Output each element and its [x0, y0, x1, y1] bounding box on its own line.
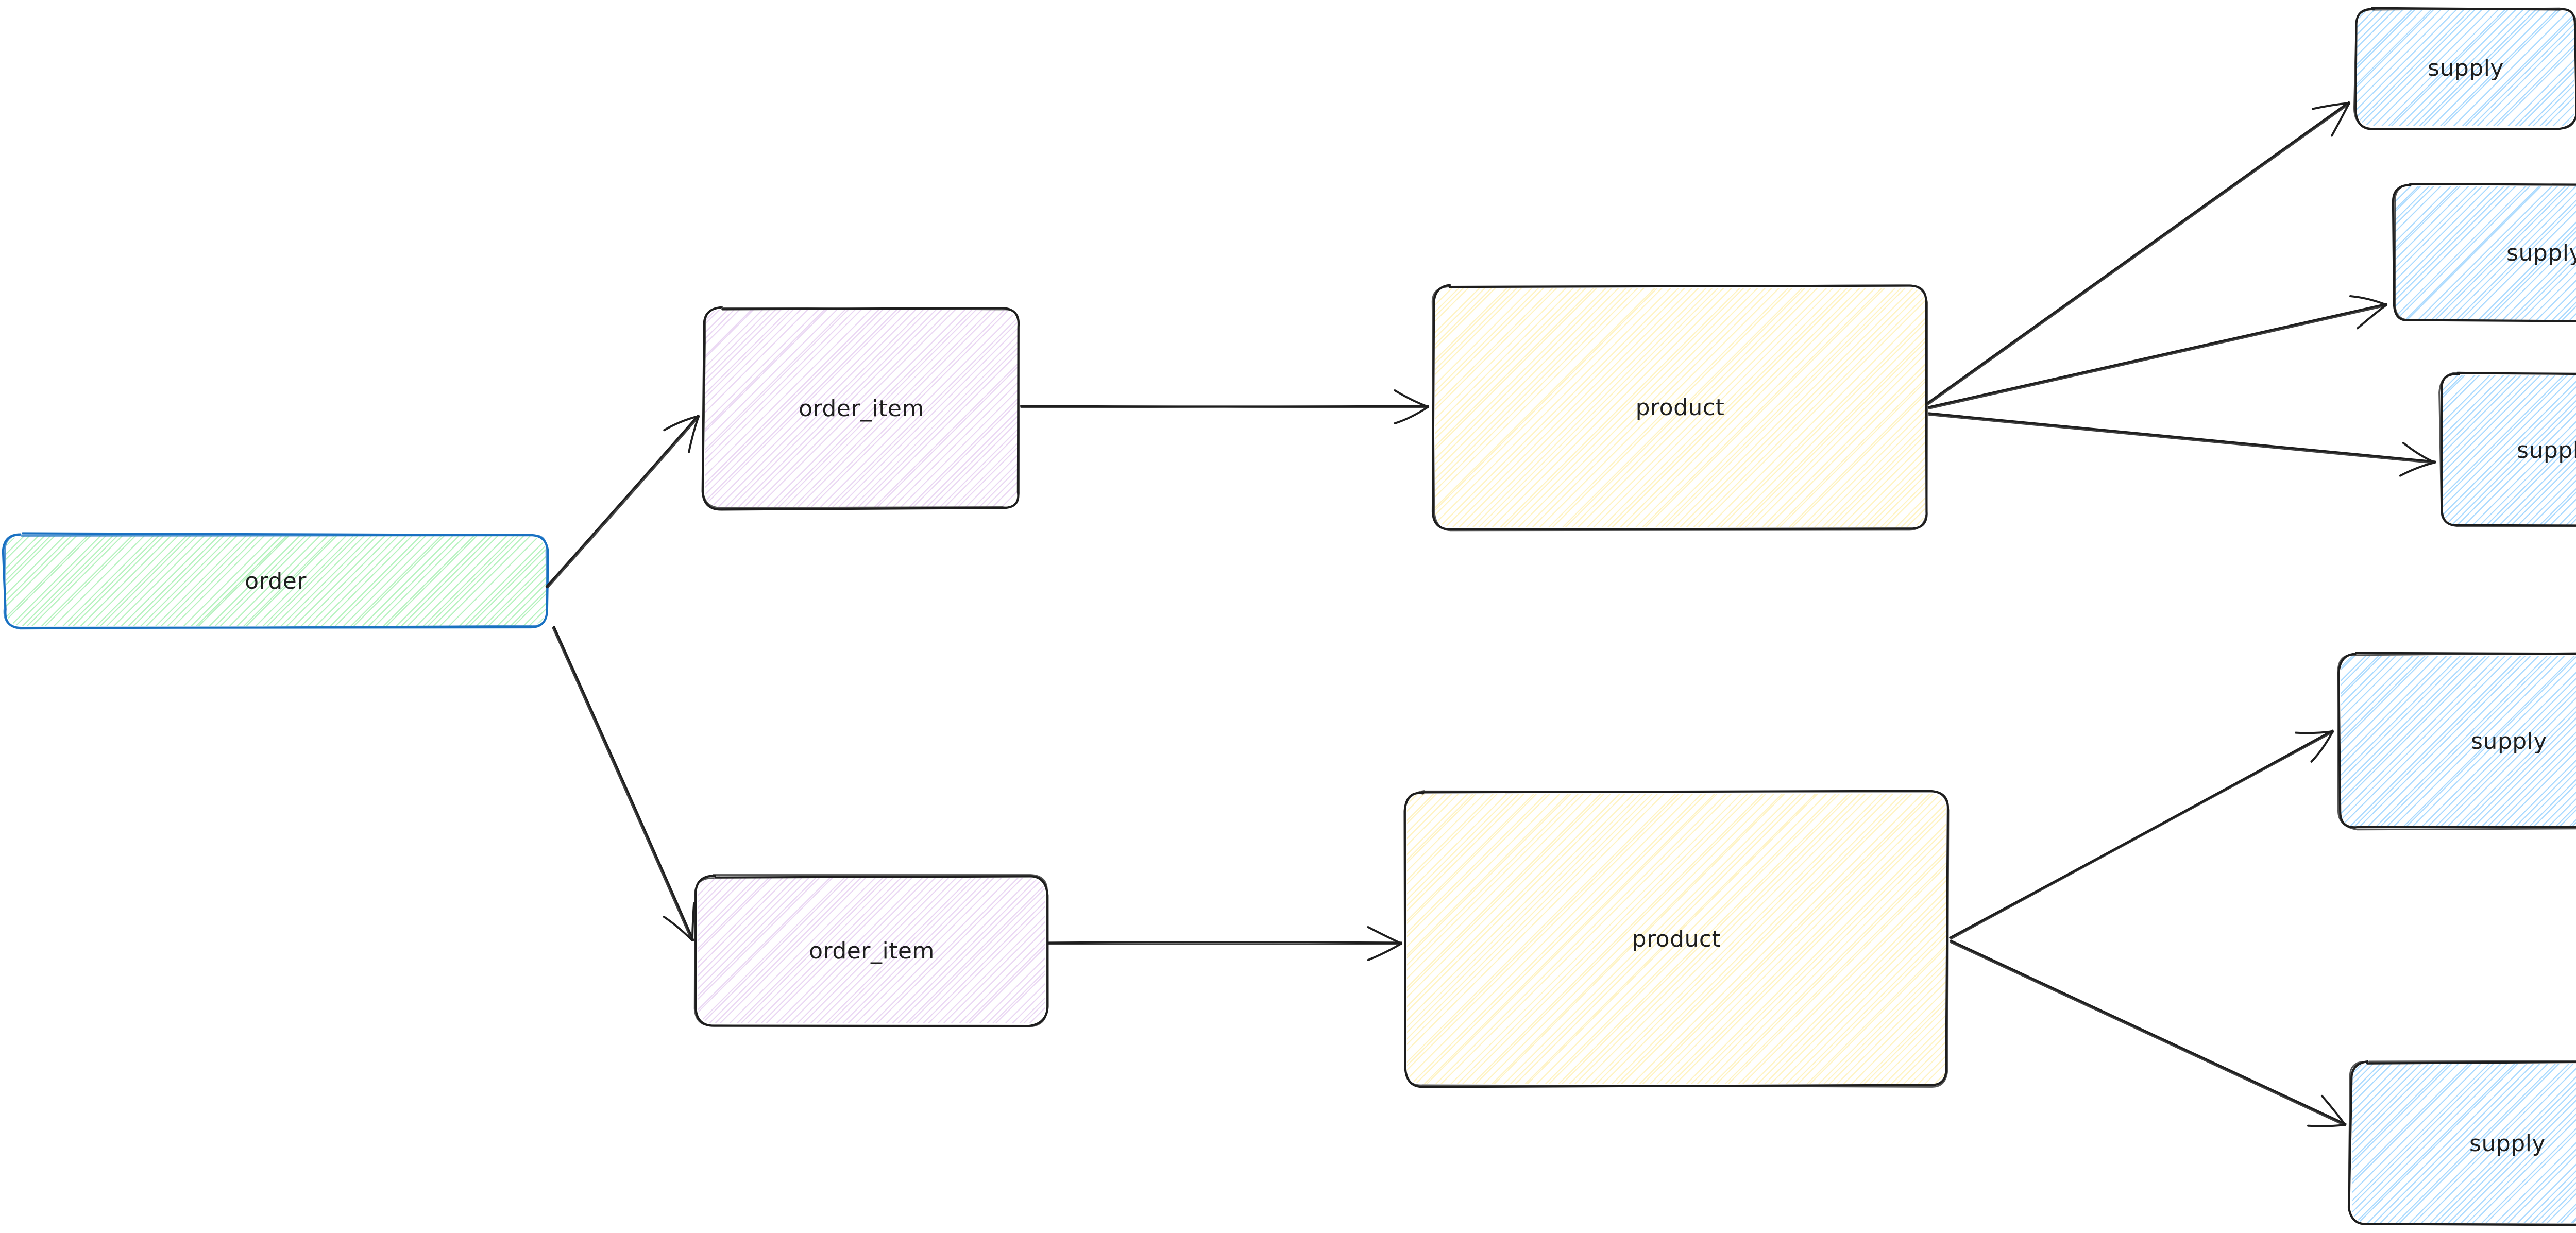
node-order_item_2[interactable]: [399, 874, 1192, 1028]
edge-product_1-to-supply_3[interactable]: [1928, 412, 2436, 477]
node-order[interactable]: [0, 532, 634, 630]
node-hit-product_1[interactable]: [1433, 286, 1927, 528]
edge-order_item_1-to-product_1[interactable]: [1020, 389, 1429, 424]
node-product_2[interactable]: [820, 790, 2238, 1088]
node-supply_1[interactable]: [2115, 7, 2576, 130]
node-hit-order_item_2[interactable]: [697, 877, 1047, 1025]
edge-order_item_2-to-product_2[interactable]: [1048, 926, 1402, 961]
edge-order-to-order_item_2[interactable]: [552, 626, 696, 941]
node-hit-order[interactable]: [4, 535, 547, 627]
edge-product_2-to-supply_4[interactable]: [1949, 729, 2334, 940]
edge-product_2-to-supply_5[interactable]: [1950, 939, 2347, 1127]
node-hit-supply_1[interactable]: [2355, 8, 2576, 128]
node-supply_4[interactable]: [1989, 652, 2576, 831]
node-hit-product_2[interactable]: [1405, 792, 1947, 1086]
node-product_1[interactable]: [950, 284, 2163, 532]
node-supply_2[interactable]: [2120, 183, 2576, 323]
edge-order-to-order_item_1[interactable]: [545, 414, 700, 589]
node-supply_3[interactable]: [2137, 371, 2576, 528]
node-hit-supply_3[interactable]: [2441, 374, 2576, 526]
edge-product_1-to-supply_1[interactable]: [1926, 101, 2351, 405]
node-hit-supply_5[interactable]: [2350, 1062, 2576, 1225]
node-hit-supply_2[interactable]: [2394, 184, 2576, 321]
edge-product_1-to-supply_2[interactable]: [1927, 295, 2387, 409]
node-hit-order_item_1[interactable]: [704, 308, 1019, 509]
node-order_item_1[interactable]: [300, 306, 1221, 511]
node-hit-supply_4[interactable]: [2339, 654, 2576, 828]
node-supply_5[interactable]: [2024, 1060, 2576, 1227]
